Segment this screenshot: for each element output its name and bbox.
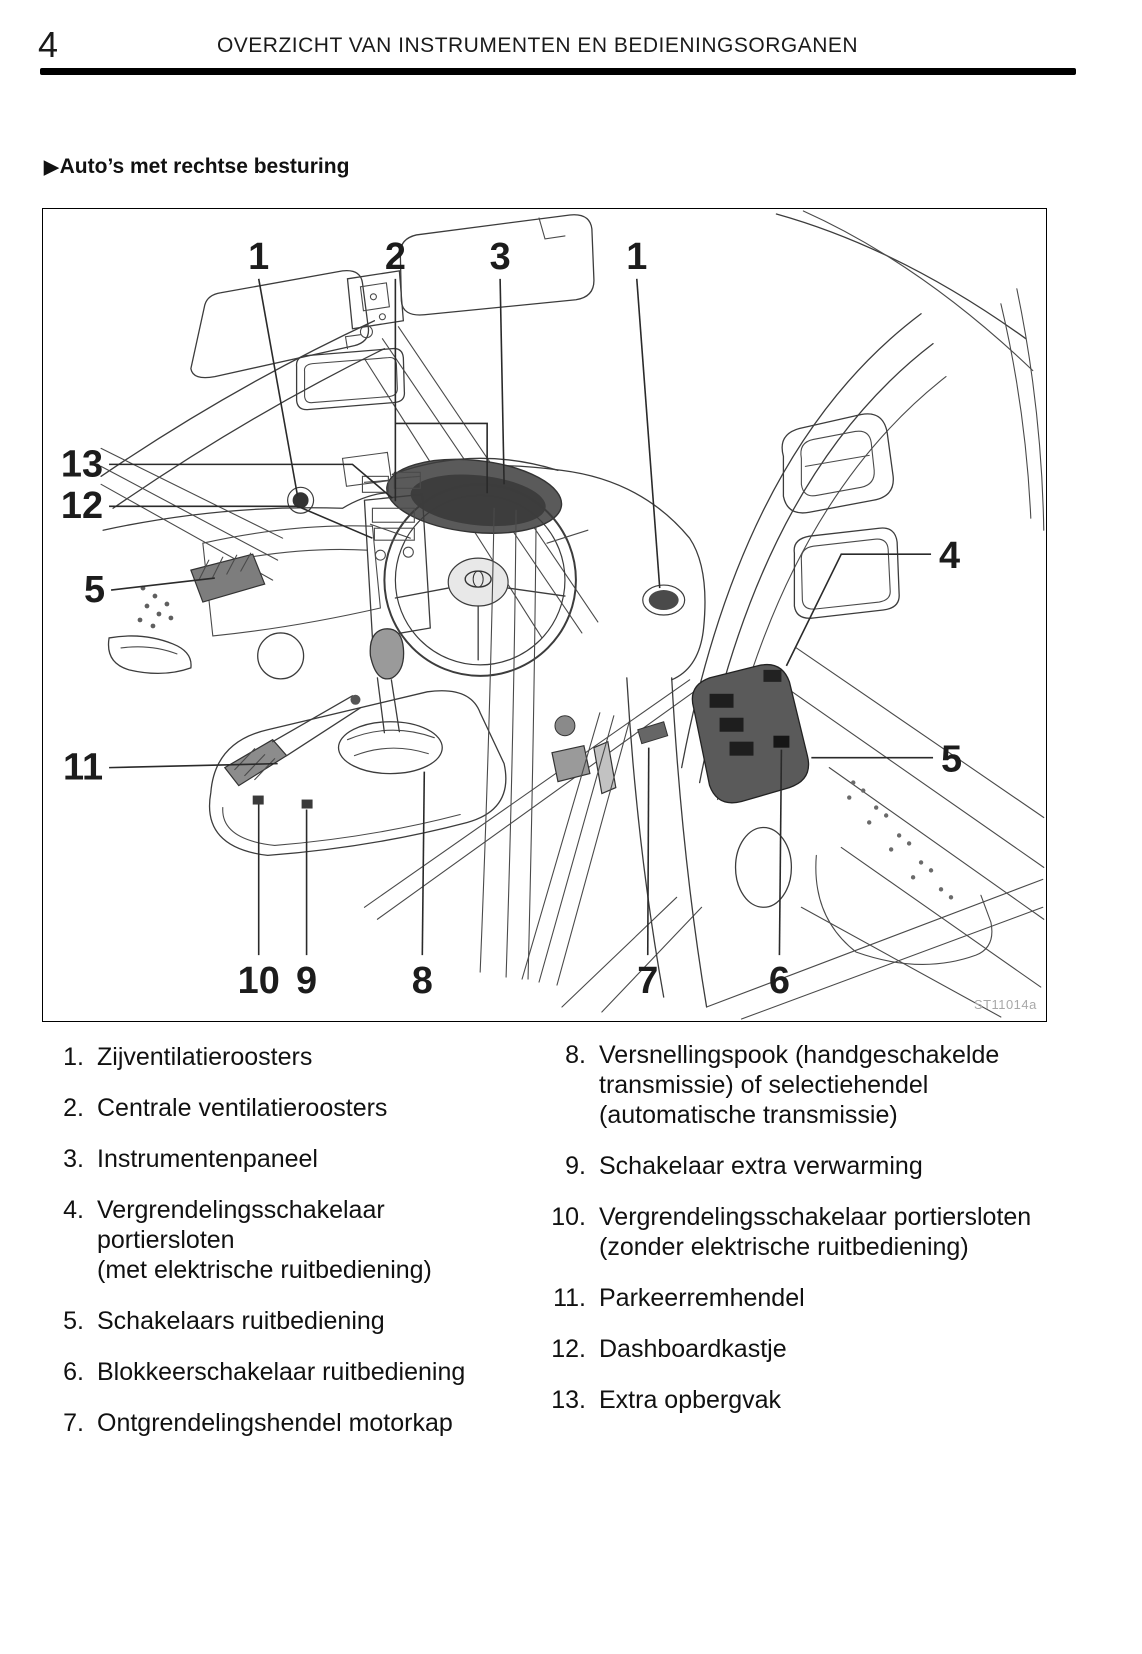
page-number: 4 — [38, 24, 59, 65]
callout-12-left: 12 — [61, 485, 103, 527]
legend-number: 8. — [565, 1041, 586, 1069]
page-title: OVERZICHT VAN INSTRUMENTEN EN BEDIENINGS… — [216, 34, 859, 57]
center-stack — [361, 471, 431, 639]
legend-number: 2. — [63, 1094, 84, 1122]
legend-item-6: 6. Blokkeerschakelaar ruitbediening — [46, 1357, 526, 1387]
callout-13-left: 13 — [61, 443, 103, 485]
legend-text-line2: (met elektrische ruitbediening) — [97, 1256, 432, 1284]
callout-4-right: 4 — [939, 535, 960, 577]
legend-number: 11. — [553, 1284, 586, 1312]
callout-5-right: 5 — [941, 739, 962, 781]
legend-text-line3: (automatische transmissie) — [599, 1101, 898, 1129]
door-mirror — [793, 527, 900, 619]
legend-number: 1. — [63, 1043, 84, 1071]
gear-shift-knob — [369, 628, 405, 680]
triangle-marker-icon: ▶ — [44, 156, 59, 178]
legend-item-2: 2. Centrale ventilatieroosters — [46, 1093, 526, 1123]
right-window-switch-panel — [691, 663, 810, 804]
callout-numbers: 1 2 3 1 13 12 5 11 4 5 10 9 8 7 6 — [61, 236, 962, 1002]
legend-item-5: 5. Schakelaars ruitbediening — [46, 1306, 526, 1336]
leader-lines — [109, 278, 934, 956]
legend-text: Parkeerremhendel — [599, 1284, 805, 1312]
callout-3-top: 3 — [490, 236, 511, 278]
legend-number: 5. — [63, 1307, 84, 1335]
legend-text-line1: Vergrendelingsschakelaar portiersloten — [599, 1203, 1032, 1231]
legend-number: 12. — [551, 1335, 586, 1363]
windshield-pillars — [100, 210, 1045, 801]
legend-item-13: 13. Extra opbergvak — [538, 1385, 1098, 1415]
callout-7-bottom: 7 — [637, 960, 658, 1002]
legend-text: Instrumentenpaneel — [97, 1145, 318, 1173]
callout-5-left: 5 — [84, 569, 105, 611]
headliner-and-visors — [190, 214, 595, 379]
legend-item-12: 12. Dashboardkastje — [538, 1334, 1098, 1364]
section-heading: ▶ Auto’s met rechtse besturing — [44, 155, 349, 179]
legend-text: Vergrendelingsschakelaar portiersloten(z… — [599, 1202, 1098, 1262]
left-window-switches — [190, 553, 266, 603]
door-lock-switch — [763, 669, 782, 682]
legend-text: Centrale ventilatieroosters — [97, 1094, 388, 1122]
side-vents — [287, 486, 686, 616]
legend-item-9: 9. Schakelaar extra verwarming — [538, 1151, 1098, 1181]
legend-number: 3. — [63, 1145, 84, 1173]
left-door-speaker-dots — [137, 585, 174, 629]
hood-release-lever — [637, 721, 669, 745]
callout-1-top-left: 1 — [248, 236, 269, 278]
legend-left-column: 1. Zijventilatieroosters 2. Centrale ven… — [46, 1042, 526, 1459]
legend-number: 4. — [63, 1196, 84, 1224]
right-side-vent — [648, 590, 679, 611]
brake-pedal — [551, 744, 591, 783]
legend-number: 13. — [551, 1386, 586, 1414]
legend-text: Ontgrendelingshendel motorkap — [97, 1409, 453, 1437]
right-door-speaker-dots — [847, 780, 954, 900]
left-side-vent — [292, 492, 309, 509]
legend-text: Extra opbergvak — [599, 1386, 782, 1414]
right-door — [626, 413, 1045, 1020]
callout-8-bottom: 8 — [412, 960, 433, 1002]
legend-text: Schakelaar extra verwarming — [599, 1152, 923, 1180]
legend-text: Dashboardkastje — [599, 1335, 787, 1363]
legend-item-4: 4. Vergrendelingsschakelaar portierslote… — [46, 1195, 526, 1285]
callout-9-bottom: 9 — [296, 960, 317, 1002]
left-door — [107, 552, 266, 675]
legend-text-line2: transmissie) of selectiehendel — [599, 1071, 929, 1099]
legend-text: Blokkeerschakelaar ruitbediening — [97, 1358, 466, 1386]
legend-text-line1: Vergrendelingsschakelaar portiersloten — [97, 1196, 385, 1254]
legend-text-line2: (zonder elektrische ruitbediening) — [599, 1233, 969, 1261]
legend-item-10: 10. Vergrendelingsschakelaar portierslot… — [538, 1202, 1098, 1262]
legend-item-7: 7. Ontgrendelingshendel motorkap — [46, 1408, 526, 1438]
accelerator-pedal — [593, 740, 617, 795]
parking-brake — [223, 694, 362, 787]
legend-number: 9. — [565, 1152, 586, 1180]
center-console — [208, 628, 698, 920]
section-heading-label: Auto’s met rechtse besturing — [59, 155, 350, 178]
legend-text: Schakelaars ruitbediening — [97, 1307, 385, 1335]
legend-number: 10. — [551, 1203, 586, 1231]
legend-item-3: 3. Instrumentenpaneel — [46, 1144, 526, 1174]
legend-item-1: 1. Zijventilatieroosters — [46, 1042, 526, 1072]
instrument-cluster — [386, 457, 563, 534]
legend-text: Zijventilatieroosters — [97, 1043, 313, 1071]
legend-number: 6. — [63, 1358, 84, 1386]
window-lock-switch — [773, 735, 790, 748]
callout-10-bottom: 10 — [238, 960, 280, 1002]
callout-11-left: 11 — [63, 747, 103, 789]
callout-2-top: 2 — [385, 236, 406, 278]
dashboard-figure: 1 2 3 1 13 12 5 11 4 5 10 9 8 7 6 ST1101… — [42, 208, 1047, 1022]
legend-text-line1: Versnellingspook (handgeschakelde — [599, 1041, 1000, 1069]
callout-6-bottom: 6 — [769, 960, 790, 1002]
dashboard-line-drawing: 1 2 3 1 13 12 5 11 4 5 10 9 8 7 6 ST1101… — [61, 210, 1045, 1020]
pedals-and-floor — [479, 507, 703, 1013]
header-divider — [40, 68, 1076, 75]
legend-item-11: 11. Parkeerremhendel — [538, 1283, 1098, 1313]
legend-text: Vergrendelingsschakelaar portiersloten(m… — [97, 1195, 526, 1285]
figure-code: ST11014a — [974, 997, 1037, 1012]
legend-number: 7. — [63, 1409, 84, 1437]
callout-1-top-right: 1 — [626, 236, 647, 278]
